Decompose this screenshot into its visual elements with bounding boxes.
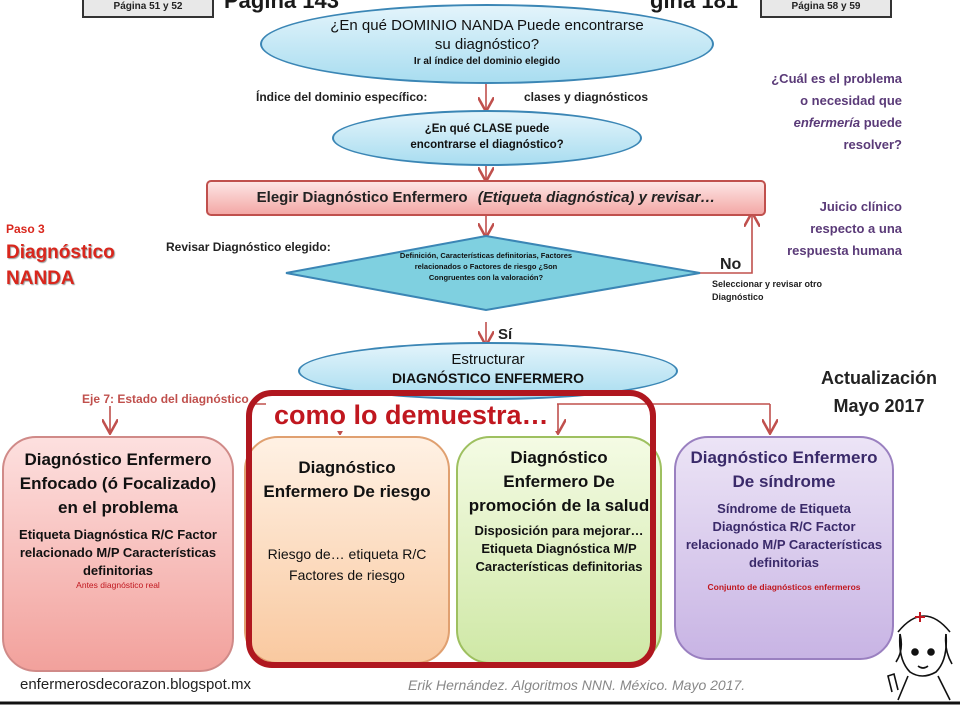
nanda-title-line1: Diagnóstico [6,242,115,263]
juicio-clinico: Juicio clínico respecto a una respuesta … [787,199,902,258]
si-label: Sí [498,326,513,343]
dominio-oval: ¿En qué DOMINIO NANDA Puede encontrarse … [260,4,714,84]
diamond-text: Definición, Características definitorias… [399,251,573,282]
box-promocion: Diagnóstico Enfermero De promoción de la… [456,436,662,664]
blog-link[interactable]: enfermerosdecorazon.blogspot.mx [20,676,251,693]
estructurar-line2: DIAGNÓSTICO ENFERMERO [391,370,585,386]
page-ref-right: Página 58 y 59 [760,0,892,18]
page-ref-left: Página 51 y 52 [82,0,214,18]
question-em: enfermería [793,115,861,130]
elegir-main: Elegir Diagnóstico Enfermero [256,189,468,206]
callout-frame [246,390,656,668]
box-focalizado-detail: Etiqueta Diagnóstica R/C Factor relacion… [19,527,217,578]
clase-question: ¿En qué CLASE puede encontrarse el diagn… [410,123,564,151]
dominio-question: ¿En qué DOMINIO NANDA Puede encontrarse … [330,17,644,53]
paso-label: Paso 3 [6,222,45,236]
dominio-subtitle: Ir al índice del dominio elegido [413,56,561,67]
box-focalizado-note: Antes diagnóstico real [76,580,160,590]
box-sindrome-detail: Síndrome de Etiqueta Diagnóstica R/C Fac… [685,501,883,570]
box-riesgo-detail: Riesgo de… etiqueta R/C Factores de ries… [267,546,427,583]
box-focalizado: Diagnóstico Enfermero Enfocado (ó Focali… [2,436,234,672]
callout-text: como lo demuestra… [266,400,557,431]
elegir-italic: (Etiqueta diagnóstica) y revisar… [477,189,716,206]
box-sindrome-title: Diagnóstico Enfermero De síndrome [690,448,878,491]
estructurar-line1: Estructurar [451,351,525,368]
update-line2: Mayo 2017 [833,396,925,416]
question-end: puede resolver? [843,115,902,152]
box-riesgo: Diagnóstico Enfermero De riesgo Riesgo d… [244,436,450,664]
update-line1: Actualización [820,368,938,388]
page-title-right: gina 181 [650,0,739,13]
eje-label: Eje 7: Estado del diagnóstico [82,392,253,406]
elegir-diagnostico-bar: Elegir Diagnóstico Enfermero (Etiqueta d… [206,180,766,216]
nanda-title-line2: NANDA [6,268,75,289]
indice-label: Índice del dominio específico: [256,90,428,104]
clase-oval: ¿En qué CLASE puede encontrarse el diagn… [332,110,642,166]
nursing-question: ¿Cuál es el problema o necesidad que enf… [760,68,902,156]
no-subtext: Seleccionar y revisar otro Diagnóstico [712,279,823,302]
nanda-title: Diagnóstico NANDA [6,240,115,292]
box-sindrome: Diagnóstico Enfermero De síndrome Síndro… [674,436,894,660]
credit-text: Erik Hernández. Algoritmos NNN. México. … [408,677,746,693]
box-promocion-detail: Disposición para mejorar… Etiqueta Diagn… [474,523,644,574]
clases-label: clases y diagnósticos [524,90,649,104]
no-label: No [720,256,742,273]
box-promocion-title: Diagnóstico Enfermero De promoción de la… [468,448,650,515]
revisar-label: Revisar Diagnóstico elegido: [166,240,331,254]
box-focalizado-title: Diagnóstico Enfermero Enfocado (ó Focali… [19,450,217,517]
page-title-left: Página 143 [224,0,339,13]
question-text: ¿Cuál es el problema o necesidad que [771,71,902,108]
update-note: Actualización Mayo 2017 [806,364,952,420]
decision-diamond [285,234,701,312]
box-sindrome-note: Conjunto de diagnósticos enfermeros [707,582,861,592]
box-riesgo-title: Diagnóstico Enfermero De riesgo [263,458,431,501]
